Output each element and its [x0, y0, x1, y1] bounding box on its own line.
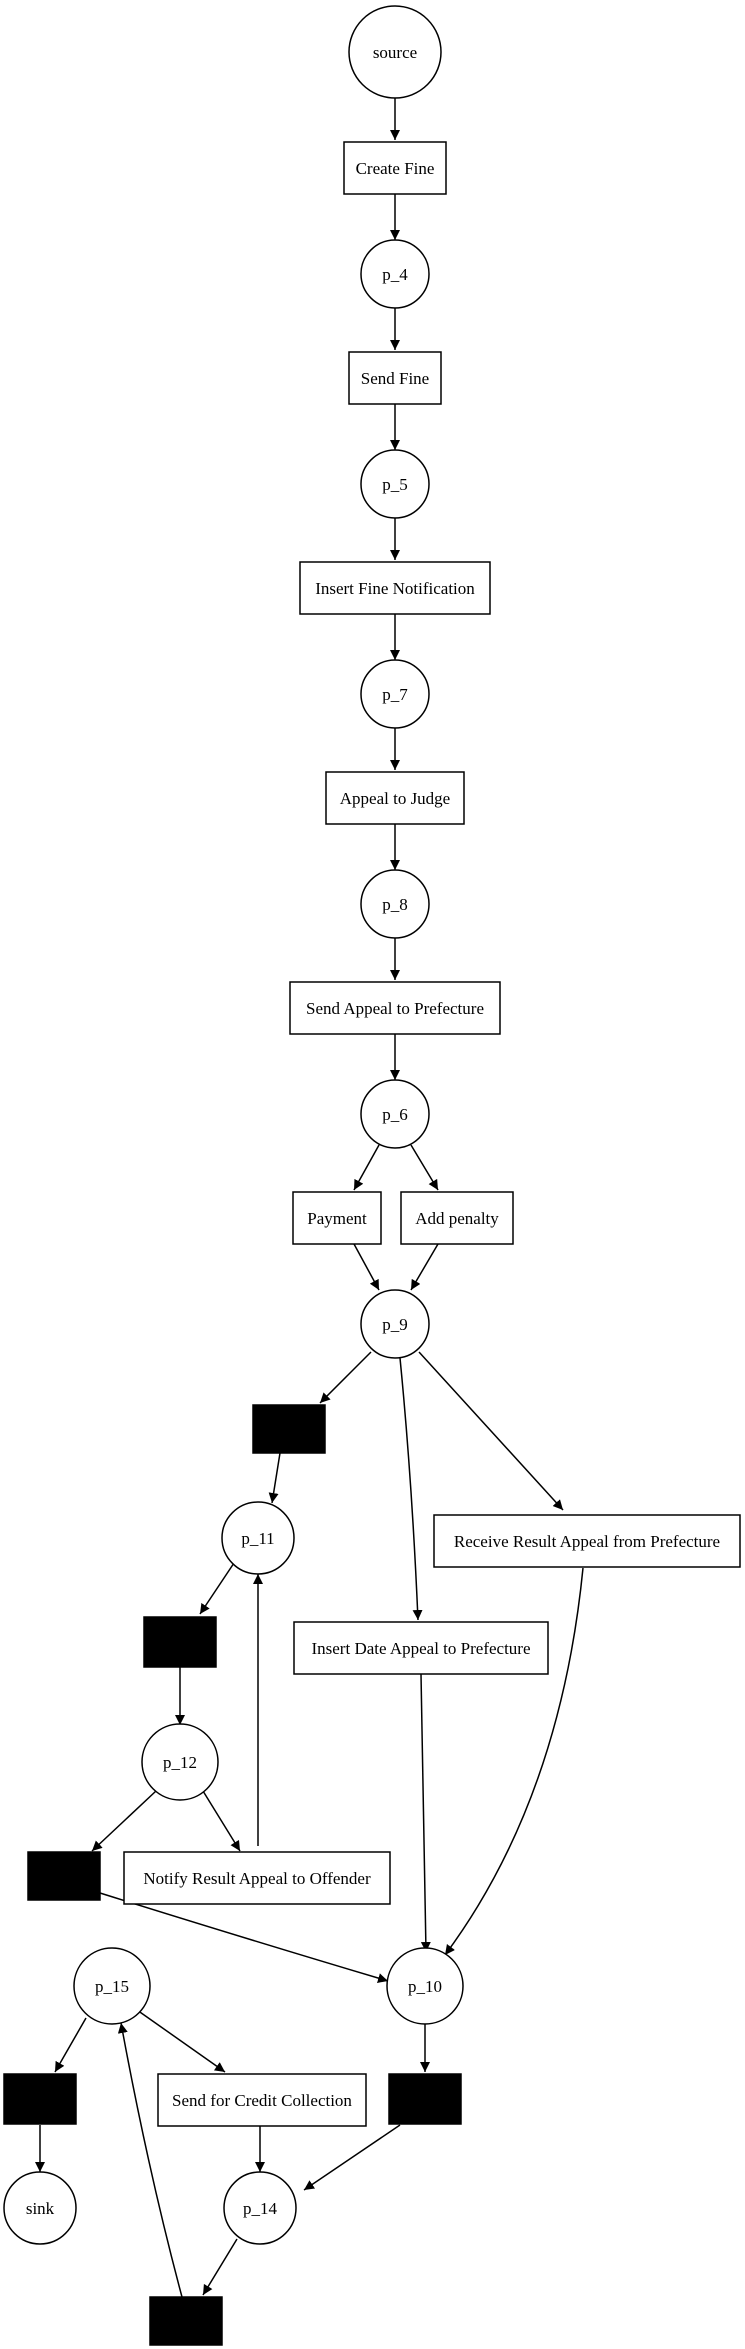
- arc-p12-notify: [202, 1790, 241, 1852]
- arc-p14-silent6: [202, 2238, 238, 2296]
- arcs: [35, 98, 584, 2298]
- place-label: p_6: [382, 1105, 408, 1124]
- place-p4: p_4: [360, 239, 430, 309]
- place-label: p_7: [382, 685, 408, 704]
- place-p10: p_10: [386, 1947, 464, 2025]
- place-label: p_14: [243, 2199, 278, 2218]
- place-p9: p_9: [360, 1289, 430, 1359]
- transition-label: Send Appeal to Prefecture: [306, 999, 484, 1018]
- place-p7: p_7: [360, 659, 430, 729]
- place-label: p_9: [382, 1315, 408, 1334]
- arc-p9-receive-result: [418, 1351, 564, 1511]
- transition-send-fine: Send Fine: [348, 351, 442, 405]
- transition-label: Create Fine: [356, 159, 435, 178]
- arc-silent1-p11: [268, 1452, 281, 1504]
- arc-p6-payment: [353, 1144, 380, 1191]
- arc-p15-silent5: [54, 2017, 87, 2073]
- transition-label: Notify Result Appeal to Offender: [143, 1869, 371, 1888]
- arc-p9-silent1: [319, 1351, 372, 1404]
- silent-transition: [149, 2296, 223, 2346]
- place-p14: p_14: [223, 2171, 297, 2245]
- arc-p12-silent3: [91, 1790, 157, 1852]
- place-label: source: [373, 43, 417, 62]
- place-label: p_5: [382, 475, 408, 494]
- arc-p9-insert-date: [399, 1357, 423, 1621]
- place-label: p_10: [408, 1977, 442, 1996]
- silent-transition: [252, 1404, 326, 1454]
- place-label: p_12: [163, 1753, 197, 1772]
- place-p11: p_11: [221, 1501, 295, 1575]
- arc-p6-add-penalty: [410, 1144, 439, 1191]
- place-p6: p_6: [360, 1079, 430, 1149]
- silent-transition: [143, 1616, 217, 1668]
- arc-receive-result-p10: [444, 1567, 584, 1956]
- place-label: p_11: [241, 1529, 274, 1548]
- arc-insert-date-p10: [420, 1673, 431, 1953]
- arc-silent6-p15: [117, 2022, 183, 2298]
- transition-label: Appeal to Judge: [340, 789, 450, 808]
- place-source: source: [348, 5, 442, 99]
- place-label: p_4: [382, 265, 408, 284]
- place-p12: p_12: [141, 1723, 219, 1801]
- transition-appeal-to-judge: Appeal to Judge: [325, 771, 465, 825]
- transition-insert-fine-notification: Insert Fine Notification: [299, 561, 491, 615]
- transition-add-penalty: Add penalty: [400, 1191, 514, 1245]
- transition-label: Send Fine: [361, 369, 429, 388]
- transition-send-appeal-to-prefecture: Send Appeal to Prefecture: [289, 981, 501, 1035]
- place-sink: sink: [3, 2171, 77, 2245]
- transition-receive-result-appeal: Receive Result Appeal from Prefecture: [433, 1514, 741, 1568]
- place-p15: p_15: [73, 1947, 151, 2025]
- transition-send-for-credit-collection: Send for Credit Collection: [157, 2073, 367, 2127]
- place-label: p_15: [95, 1977, 129, 1996]
- silent-transition: [388, 2073, 462, 2125]
- transition-label: Payment: [307, 1209, 367, 1228]
- arc-silent3-p10: [99, 1892, 389, 1983]
- place-label: p_8: [382, 895, 408, 914]
- arc-p15-send-credit: [136, 2009, 226, 2073]
- place-p8: p_8: [360, 869, 430, 939]
- transition-create-fine: Create Fine: [343, 141, 447, 195]
- place-p5: p_5: [360, 449, 430, 519]
- transition-label: Send for Credit Collection: [172, 2091, 352, 2110]
- transition-label: Insert Date Appeal to Prefecture: [311, 1639, 530, 1658]
- arc-silent4-p14: [303, 2124, 401, 2191]
- transition-label: Receive Result Appeal from Prefecture: [454, 1532, 720, 1551]
- arc-payment-p9: [353, 1243, 380, 1291]
- arc-add-penalty-p9: [410, 1243, 439, 1291]
- silent-transition: [3, 2073, 77, 2125]
- transition-notify-result-appeal: Notify Result Appeal to Offender: [123, 1851, 391, 1905]
- transition-insert-date-appeal: Insert Date Appeal to Prefecture: [293, 1621, 549, 1675]
- silent-transition: [27, 1851, 101, 1901]
- transition-label: Insert Fine Notification: [315, 579, 475, 598]
- transition-payment: Payment: [292, 1191, 382, 1245]
- transition-label: Add penalty: [415, 1209, 499, 1228]
- arc-p11-silent2: [199, 1559, 237, 1615]
- place-label: sink: [26, 2199, 55, 2218]
